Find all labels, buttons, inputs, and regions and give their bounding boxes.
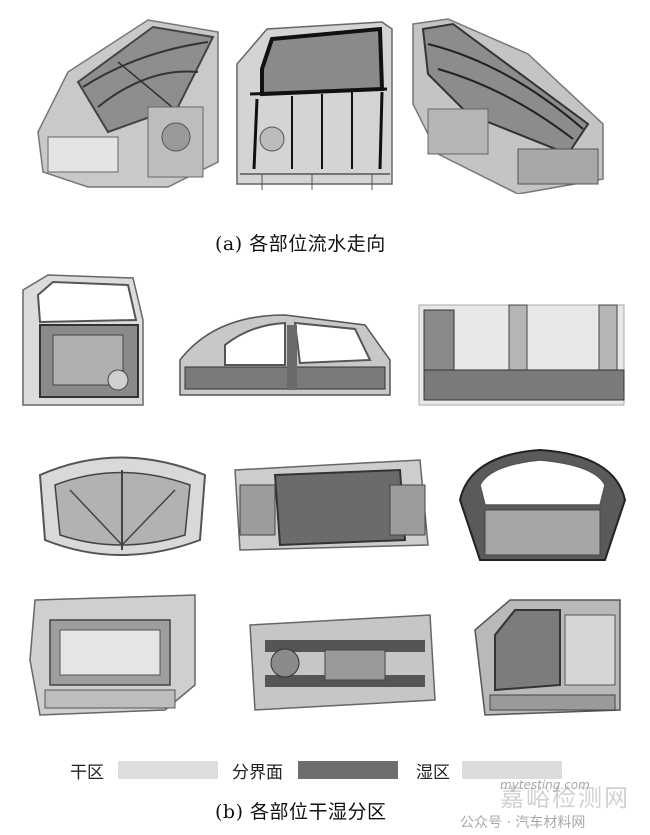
legend-label-boundary: 分界面 xyxy=(232,763,283,783)
figure-b-rear-interior xyxy=(470,595,625,720)
caption-b: (b) 各部位干湿分区 xyxy=(215,801,387,823)
figure-b-door-frame xyxy=(18,270,158,410)
legend-swatch-dry xyxy=(118,761,218,779)
watermark-brand: 嘉峪检测网 xyxy=(500,784,630,812)
figure-b-side-frame xyxy=(175,305,395,405)
figure-b-underbody xyxy=(245,600,440,720)
figure-b-floor-top xyxy=(230,450,430,560)
figure-a-front-body xyxy=(28,12,223,192)
figure-a-rear-body xyxy=(408,14,608,194)
figure-b-rail xyxy=(414,300,629,410)
watermark-site: mytesting.com xyxy=(500,778,590,792)
legend-swatch-boundary xyxy=(298,761,398,779)
figure-b-front-end xyxy=(15,590,200,720)
legend-swatch-wet xyxy=(462,761,562,779)
watermark-account: 公众号 · 汽车材料网 xyxy=(460,815,586,831)
legend: 干区 分界面 湿区 xyxy=(70,755,610,785)
caption-a: (a) 各部位流水走向 xyxy=(215,233,386,255)
figure-b-tailgate xyxy=(455,445,630,565)
figure-b-hood xyxy=(30,445,215,565)
figure-a-door xyxy=(232,14,402,199)
legend-label-wet: 湿区 xyxy=(416,763,450,783)
legend-label-dry: 干区 xyxy=(70,763,104,783)
